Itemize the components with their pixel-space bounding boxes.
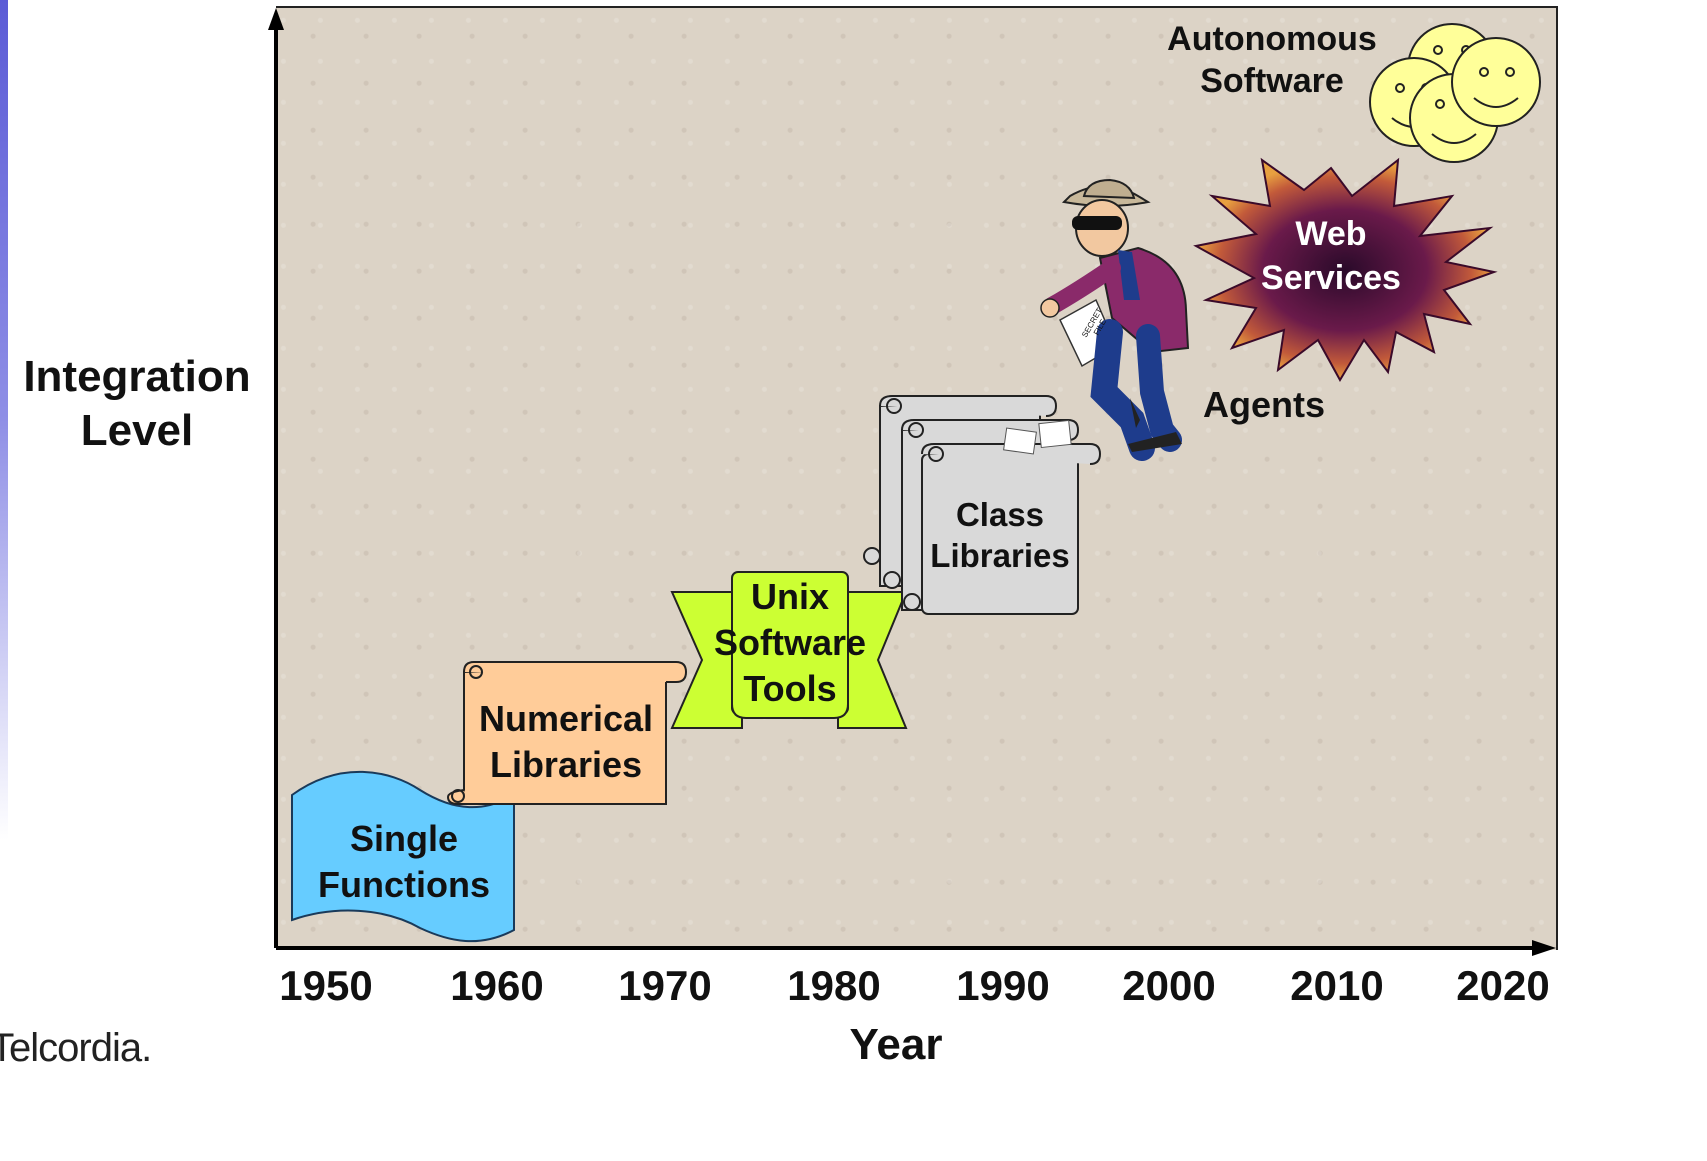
autonomous-software-faces — [1369, 23, 1541, 163]
web-services-starburst — [1193, 157, 1498, 383]
numerical-libraries-label: Numerical Libraries — [478, 698, 654, 785]
x-tick-2020: 2020 — [1456, 962, 1550, 1009]
autonomous-software-label: Autonomous Software — [1167, 20, 1377, 100]
smiley-face-icon — [1451, 37, 1541, 127]
unix-tools-banner — [670, 571, 908, 729]
y-axis-label: Integration Level — [23, 352, 251, 455]
x-tick-1950: 1950 — [279, 962, 373, 1009]
single-functions-label: Single Functions — [318, 818, 490, 905]
single-functions-shape — [291, 770, 515, 943]
x-tick-2010: 2010 — [1290, 962, 1384, 1009]
y-axis-arrow — [268, 8, 284, 30]
x-axis-arrow — [1532, 940, 1556, 956]
agents-label: Agents — [1202, 384, 1325, 425]
x-tick-1960: 1960 — [450, 962, 544, 1009]
unix-tools-label: Unix Software Tools — [713, 576, 867, 709]
web-services-label: Web Services — [1261, 215, 1401, 297]
x-tick-1980: 1980 — [787, 962, 881, 1009]
left-accent-band — [0, 0, 8, 840]
telcordia-logo: Telcordia. — [0, 1026, 152, 1070]
class-libraries-scrolls — [863, 395, 1102, 615]
agent-figure — [1040, 178, 1190, 461]
x-tick-2000: 2000 — [1122, 962, 1216, 1009]
class-libraries-label: Class Libraries — [930, 496, 1070, 574]
x-tick-1990: 1990 — [956, 962, 1050, 1009]
x-axis-label: Year — [849, 1020, 943, 1069]
x-tick-1970: 1970 — [618, 962, 712, 1009]
numerical-libraries-scroll — [446, 661, 688, 805]
